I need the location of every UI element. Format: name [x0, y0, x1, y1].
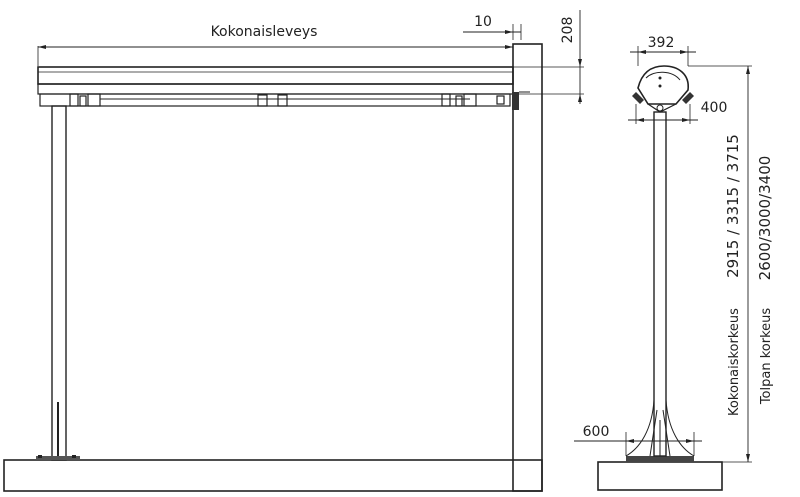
- side-view: 392 400 Kokonaiskorkeus 2915 / 3315 / 37…: [574, 35, 774, 491]
- post-foot: [36, 456, 80, 460]
- drop-bar: [39, 93, 511, 107]
- bracket-right: [441, 93, 505, 107]
- cassette-width-dimension: [630, 46, 696, 66]
- side-foot-plate: [626, 456, 694, 462]
- wall-mount-bracket: [512, 91, 530, 110]
- mount-depth-dimension: [628, 104, 698, 124]
- total-height-values: 2915 / 3315 / 3715: [724, 134, 742, 278]
- right-wall: [512, 43, 543, 492]
- side-post: [653, 111, 667, 457]
- post-height-label: Tolpan korkeus: [759, 308, 774, 406]
- front-view: Kokonaisleveys 10 208: [3, 10, 584, 492]
- total-width-dimension: [37, 45, 513, 66]
- offset-value: 10: [474, 14, 492, 30]
- total-height-dimension: [688, 65, 752, 463]
- side-cassette-head: [632, 65, 694, 113]
- ground-base: [3, 459, 543, 492]
- post-foot-bolt-left: [38, 455, 42, 458]
- cassette-height-value: 208: [560, 17, 576, 44]
- side-ground-base: [597, 461, 723, 491]
- mount-depth-value: 400: [701, 100, 728, 116]
- side-post-flare: [625, 399, 695, 457]
- cassette-housing: [37, 66, 514, 85]
- bracket-left: [69, 93, 101, 107]
- offset-dimension: [463, 24, 522, 40]
- base-width-dimension: [574, 432, 702, 456]
- total-height-label: Kokonaiskorkeus: [727, 308, 742, 416]
- cassette-lower-rail: [37, 83, 514, 95]
- post-height-values: 2600/3000/3400: [756, 156, 774, 281]
- cassette-height-dimension: [513, 10, 584, 104]
- post-foot-bolt-right: [72, 455, 76, 458]
- base-width-value: 600: [583, 424, 610, 440]
- bracket-center: [257, 94, 288, 107]
- cassette-width-value: 392: [648, 35, 675, 51]
- total-width-label: Kokonaisleveys: [211, 24, 318, 40]
